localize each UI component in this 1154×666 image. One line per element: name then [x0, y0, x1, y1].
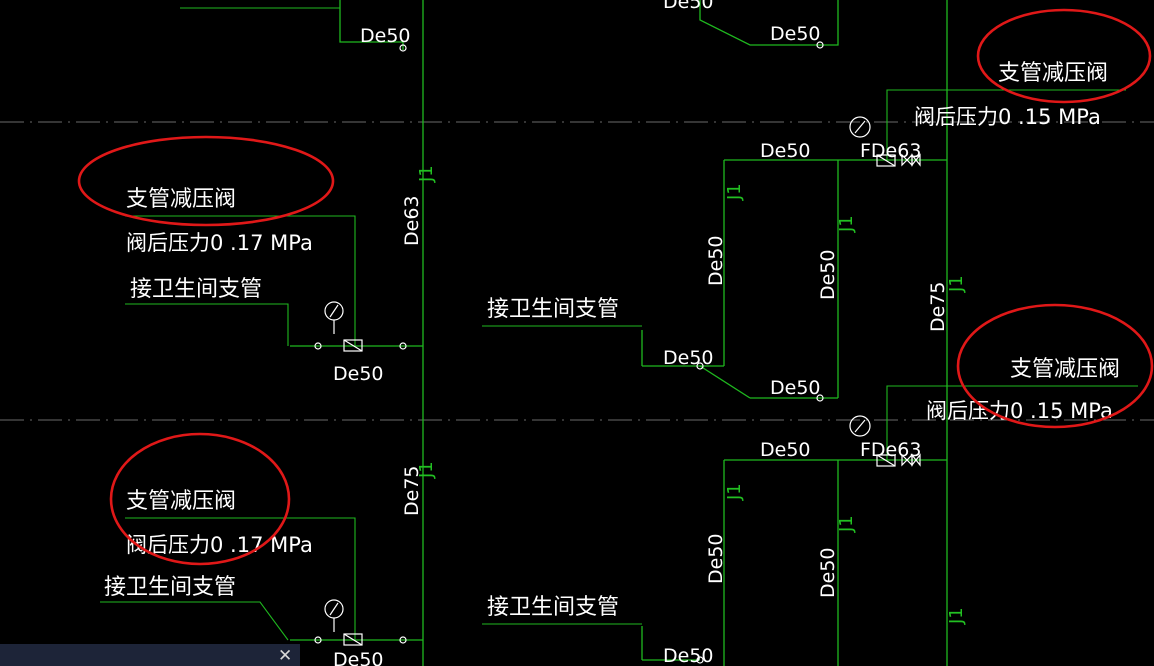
pipe-size: De50	[770, 377, 821, 399]
pipe-tag: J1	[946, 275, 967, 293]
status-bar	[0, 644, 300, 666]
pipe-size-labels: De50 De50 De50 De50 De50 De50 De50 De50 …	[333, 0, 949, 666]
pipe-tag: J1	[416, 461, 437, 479]
pipe-size: De50	[360, 25, 411, 47]
highlight-markers	[77, 8, 1154, 566]
pipe-size: De75	[401, 466, 423, 517]
pipe-size: FDe63	[860, 140, 921, 162]
label-after-pressure: 阀后压力0 .17 MPa	[126, 533, 313, 557]
pipe-size: FDe63	[860, 439, 921, 461]
label-after-pressure: 阀后压力0 .17 MPa	[126, 231, 313, 255]
pipe-tag: J1	[724, 483, 745, 501]
label-branch-prv: 支管减压阀	[126, 489, 236, 514]
pipe-tag: J1	[724, 183, 745, 201]
label-branch-prv: 支管减压阀	[126, 187, 236, 212]
highlight-ellipse	[77, 135, 335, 227]
pipe-size: De50	[770, 23, 821, 45]
pipe-size: De75	[927, 282, 949, 333]
leader-lines	[100, 7, 1138, 641]
label-after-pressure: 阀后压力0 .15 MPa	[914, 105, 1101, 129]
pipe-size: De50	[817, 548, 839, 599]
label-branch-prv: 支管减压阀	[1010, 357, 1120, 382]
pipe-size: De50	[333, 649, 384, 666]
pipe-tag: J1	[836, 215, 857, 233]
pipe-size: De50	[705, 534, 727, 585]
pipe-size: De50	[705, 236, 727, 287]
pipe-size: De50	[760, 439, 811, 461]
valve-symbols	[314, 41, 921, 664]
pipe-size: De50	[663, 645, 714, 666]
label-toilet-branch: 接卫生间支管	[104, 575, 236, 600]
highlight-ellipse	[956, 303, 1154, 429]
highlight-ellipse	[976, 8, 1152, 104]
pipe-network	[290, 0, 948, 666]
label-toilet-branch: 接卫生间支管	[130, 277, 262, 302]
pipe-size: De50	[817, 250, 839, 301]
label-branch-prv: 支管减压阀	[998, 61, 1108, 86]
label-after-pressure: 阀后压力0 .15 MPa	[926, 399, 1113, 423]
pipe-tags: J1 J1 J1 J1 J1 J1 J1 J1	[416, 165, 967, 625]
pipe-size: De50	[333, 363, 384, 385]
pipe-tag: J1	[946, 607, 967, 625]
annotation-texts: 支管减压阀 阀后压力0 .17 MPa 接卫生间支管 支管减压阀 阀后压力0 .…	[104, 61, 1120, 620]
pipe-size: De50	[760, 140, 811, 162]
pipe-tag: J1	[836, 515, 857, 533]
pipe-size: De50	[663, 347, 714, 369]
label-toilet-branch: 接卫生间支管	[487, 595, 619, 620]
grid-lines	[0, 121, 1154, 421]
pipe-size: De50	[663, 0, 714, 13]
pipe-tag: J1	[416, 165, 437, 183]
pipe-size: De63	[401, 196, 423, 247]
close-icon[interactable]: ✕	[278, 646, 293, 666]
label-toilet-branch: 接卫生间支管	[487, 297, 619, 322]
highlight-ellipse	[109, 432, 291, 566]
